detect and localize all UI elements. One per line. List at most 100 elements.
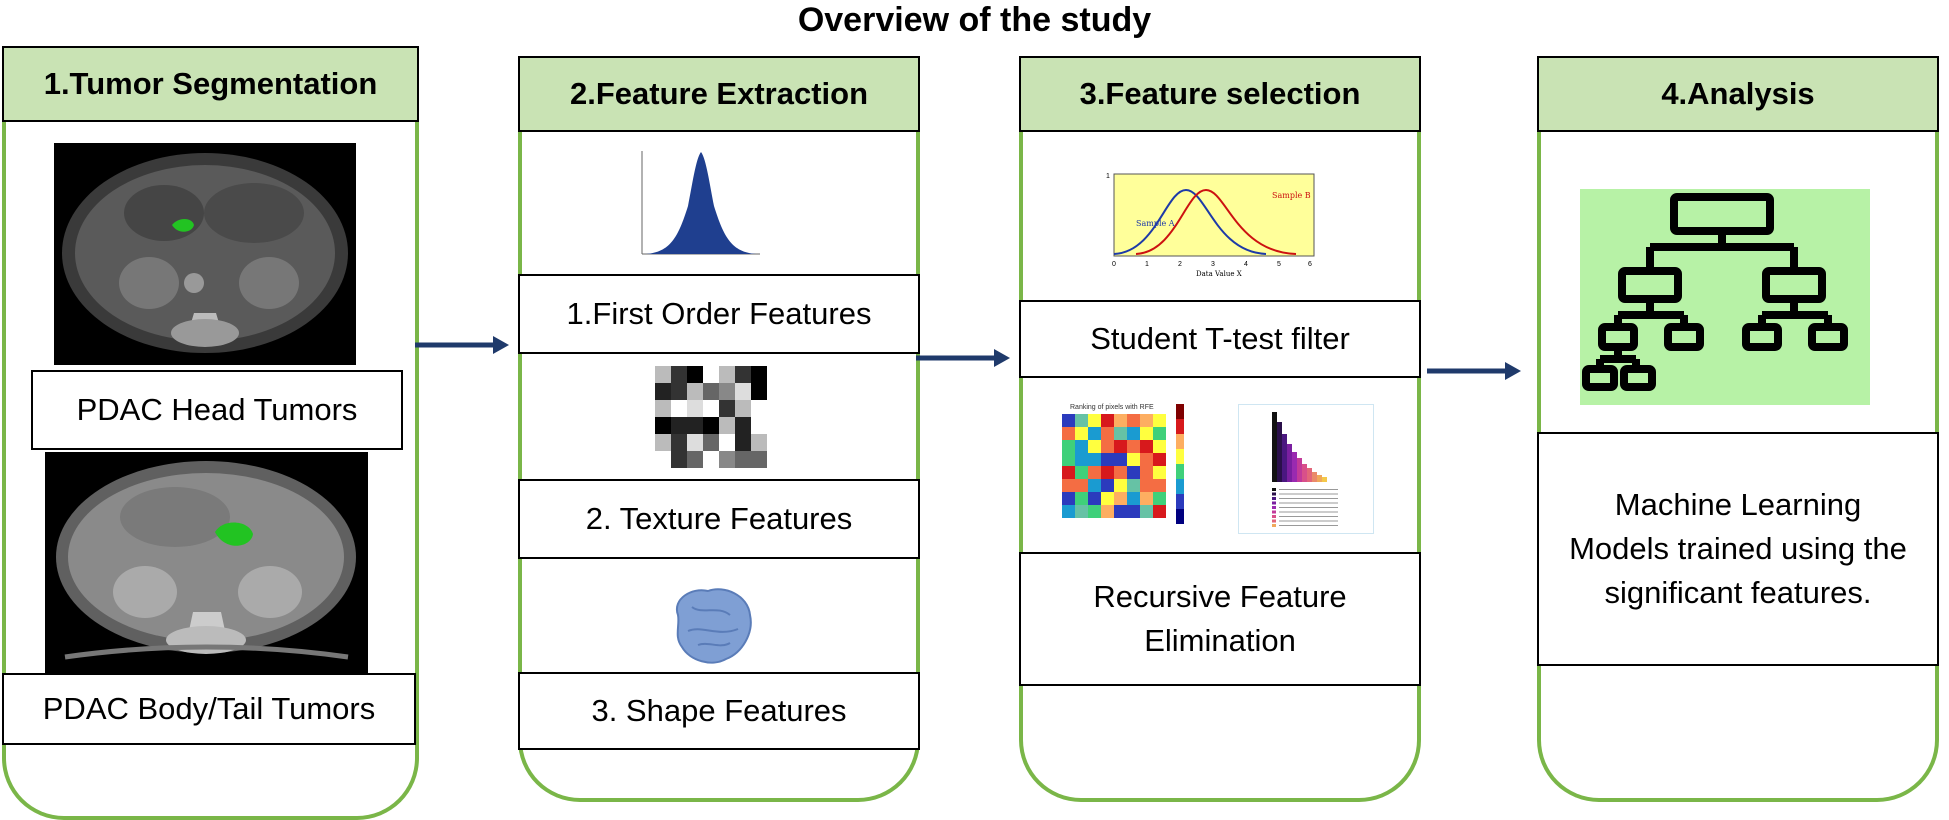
heatmap-cell bbox=[1062, 492, 1075, 505]
texture-cell bbox=[719, 434, 735, 451]
sample-b-label: Sample B bbox=[1272, 191, 1311, 200]
texture-cell bbox=[655, 366, 671, 383]
heatmap-cell bbox=[1153, 466, 1166, 479]
ttest-tick-5: 5 bbox=[1277, 261, 1281, 268]
heatmap-cell bbox=[1153, 440, 1166, 453]
texture-cell bbox=[703, 383, 719, 400]
heatmap-cell bbox=[1101, 479, 1114, 492]
texture-cell bbox=[719, 451, 735, 468]
rfe-heatmap-title: Ranking of pixels with RFE bbox=[1070, 404, 1154, 411]
heatmap-colorbar-segment bbox=[1176, 509, 1184, 524]
ranking-legend-swatch bbox=[1272, 488, 1276, 491]
heatmap-cell bbox=[1088, 414, 1101, 427]
texture-cell bbox=[671, 366, 687, 383]
heatmap-cell bbox=[1088, 479, 1101, 492]
arrow-segmentation-to-extraction bbox=[415, 336, 509, 354]
texture-cell bbox=[671, 417, 687, 434]
heatmap-cell bbox=[1101, 466, 1114, 479]
heatmap-cell bbox=[1062, 479, 1075, 492]
heatmap-cell bbox=[1153, 414, 1166, 427]
heatmap-cell bbox=[1127, 479, 1140, 492]
heatmap-cell bbox=[1140, 453, 1153, 466]
heatmap-cell bbox=[1088, 505, 1101, 518]
ttest-tick-0: 0 bbox=[1112, 261, 1116, 268]
heatmap-cell bbox=[1153, 479, 1166, 492]
texture-cell bbox=[735, 383, 751, 400]
ttest-tick-2: 2 bbox=[1178, 261, 1182, 268]
label-texture: 2. Texture Features bbox=[518, 479, 920, 559]
ttest-distribution-chart: Sample A Sample B 1 0 1 2 3 4 5 6 Data V… bbox=[1096, 160, 1324, 280]
ranking-legend-swatch bbox=[1272, 501, 1276, 505]
texture-cell bbox=[735, 417, 751, 434]
ttest-tick-1: 1 bbox=[1145, 261, 1149, 268]
label-ml-models: Machine Learning Models trained using th… bbox=[1537, 432, 1939, 666]
heatmap-cell bbox=[1088, 440, 1101, 453]
texture-cell bbox=[687, 383, 703, 400]
heatmap-cell bbox=[1062, 466, 1075, 479]
heatmap-cell bbox=[1075, 440, 1088, 453]
texture-cell bbox=[687, 400, 703, 417]
texture-cell bbox=[719, 417, 735, 434]
texture-cell bbox=[671, 451, 687, 468]
texture-cell bbox=[719, 400, 735, 417]
ct-scan-head bbox=[54, 143, 356, 365]
ct-scan-body bbox=[45, 452, 368, 674]
heatmap-cell bbox=[1062, 414, 1075, 427]
heatmap-cell bbox=[1153, 427, 1166, 440]
heatmap-cell bbox=[1153, 505, 1166, 518]
heatmap-cell bbox=[1140, 414, 1153, 427]
heatmap-colorbar-segment bbox=[1176, 434, 1184, 449]
heatmap-colorbar-segment bbox=[1176, 494, 1184, 509]
ranking-legend-swatch bbox=[1272, 524, 1276, 527]
texture-cell bbox=[703, 451, 719, 468]
header-feature-extraction: 2.Feature Extraction bbox=[518, 56, 920, 132]
heatmap-cell bbox=[1075, 466, 1088, 479]
heatmap-cell bbox=[1127, 466, 1140, 479]
heatmap-colorbar-segment bbox=[1176, 479, 1184, 494]
label-first-order: 1.First Order Features bbox=[518, 274, 920, 354]
ttest-tick-4: 4 bbox=[1244, 261, 1248, 268]
header-tumor-segmentation: 1.Tumor Segmentation bbox=[2, 46, 419, 122]
heatmap-colorbar-segment bbox=[1176, 404, 1184, 419]
texture-cell bbox=[703, 434, 719, 451]
heatmap-cell bbox=[1140, 440, 1153, 453]
texture-cell bbox=[655, 400, 671, 417]
histogram-image bbox=[630, 146, 765, 266]
heatmap-cell bbox=[1114, 479, 1127, 492]
heatmap-cell bbox=[1088, 492, 1101, 505]
texture-cell bbox=[751, 400, 767, 417]
column-feature-selection bbox=[1019, 56, 1421, 802]
shape-3d-image bbox=[668, 585, 754, 667]
texture-cell bbox=[687, 434, 703, 451]
ranking-legend-swatch bbox=[1272, 506, 1276, 509]
heatmap-cell bbox=[1062, 505, 1075, 518]
decision-tree-icon bbox=[1580, 189, 1870, 405]
heatmap-cell bbox=[1127, 492, 1140, 505]
texture-cell bbox=[719, 383, 735, 400]
rfe-ranking-image bbox=[1237, 403, 1375, 535]
ttest-ytick: 1 bbox=[1106, 173, 1110, 180]
ranking-legend-swatch bbox=[1272, 497, 1276, 500]
texture-cell bbox=[671, 383, 687, 400]
heatmap-cell bbox=[1140, 466, 1153, 479]
heatmap-cell bbox=[1114, 492, 1127, 505]
heatmap-cell bbox=[1075, 453, 1088, 466]
heatmap-cell bbox=[1140, 427, 1153, 440]
heatmap-cell bbox=[1127, 505, 1140, 518]
heatmap-cell bbox=[1114, 440, 1127, 453]
texture-cell bbox=[687, 366, 703, 383]
heatmap-cell bbox=[1140, 492, 1153, 505]
diagram-title: Overview of the study bbox=[797, 1, 1152, 39]
heatmap-cell bbox=[1101, 414, 1114, 427]
rfe-heatmap-image: Ranking of pixels with RFE bbox=[1052, 400, 1188, 532]
ttest-tick-6: 6 bbox=[1308, 261, 1312, 268]
heatmap-cell bbox=[1153, 453, 1166, 466]
texture-cell bbox=[671, 400, 687, 417]
texture-cell bbox=[735, 400, 751, 417]
heatmap-cell bbox=[1075, 414, 1088, 427]
ranking-legend-swatch bbox=[1272, 515, 1276, 518]
texture-cell bbox=[655, 451, 671, 468]
ranking-legend-swatch bbox=[1272, 519, 1276, 523]
heatmap-cell bbox=[1140, 505, 1153, 518]
texture-cell bbox=[671, 434, 687, 451]
